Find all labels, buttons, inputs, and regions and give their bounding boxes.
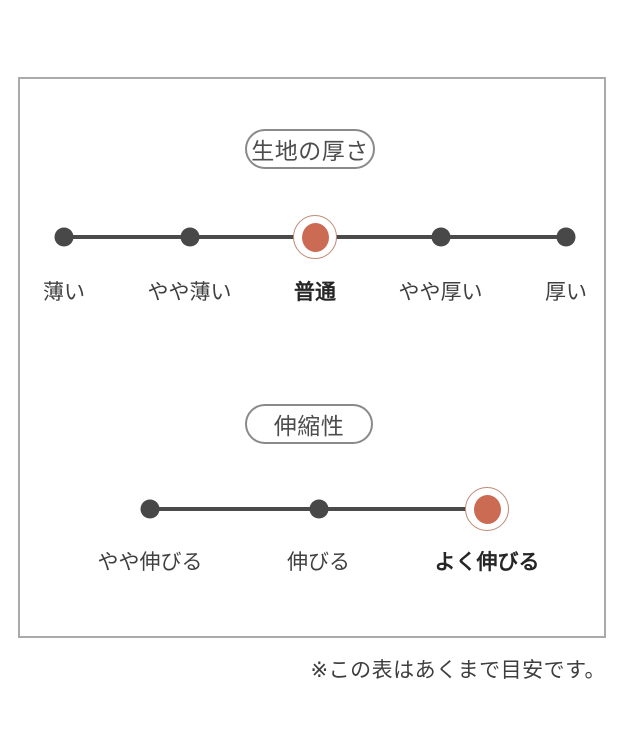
- scale-option-label: 薄い: [43, 280, 85, 304]
- scale-point-dot-icon: [556, 227, 576, 247]
- scale-point-dot-icon: [54, 227, 74, 247]
- scale-point-dot-icon: [431, 227, 450, 247]
- thickness-title: 生地の厚さ: [251, 139, 369, 165]
- selected-point-marker: [465, 487, 509, 531]
- scale-option-label: 厚い: [545, 280, 587, 304]
- scale-option-label: 普通: [294, 280, 336, 304]
- stretch-title: 伸縮性: [273, 414, 345, 440]
- stretch-title-pill: 伸縮性: [245, 404, 373, 444]
- selected-point-dot-icon: [301, 222, 329, 252]
- selected-point-marker: [293, 215, 337, 259]
- scale-option-label: 伸びる: [287, 550, 350, 574]
- scale-point-dot-icon: [180, 227, 199, 247]
- footnote: ※この表はあくまで目安です。: [310, 658, 606, 682]
- thickness-title-pill: 生地の厚さ: [245, 129, 375, 169]
- selected-point-dot-icon: [473, 494, 501, 524]
- scale-point-dot-icon: [140, 499, 160, 519]
- scale-option-label: やや伸びる: [97, 550, 203, 574]
- scale-point-dot-icon: [309, 499, 328, 519]
- scale-option-label: やや薄い: [147, 280, 232, 304]
- guide-panel: [18, 77, 606, 638]
- scale-option-label: よく伸びる: [434, 550, 540, 574]
- scale-option-label: やや厚い: [398, 280, 483, 304]
